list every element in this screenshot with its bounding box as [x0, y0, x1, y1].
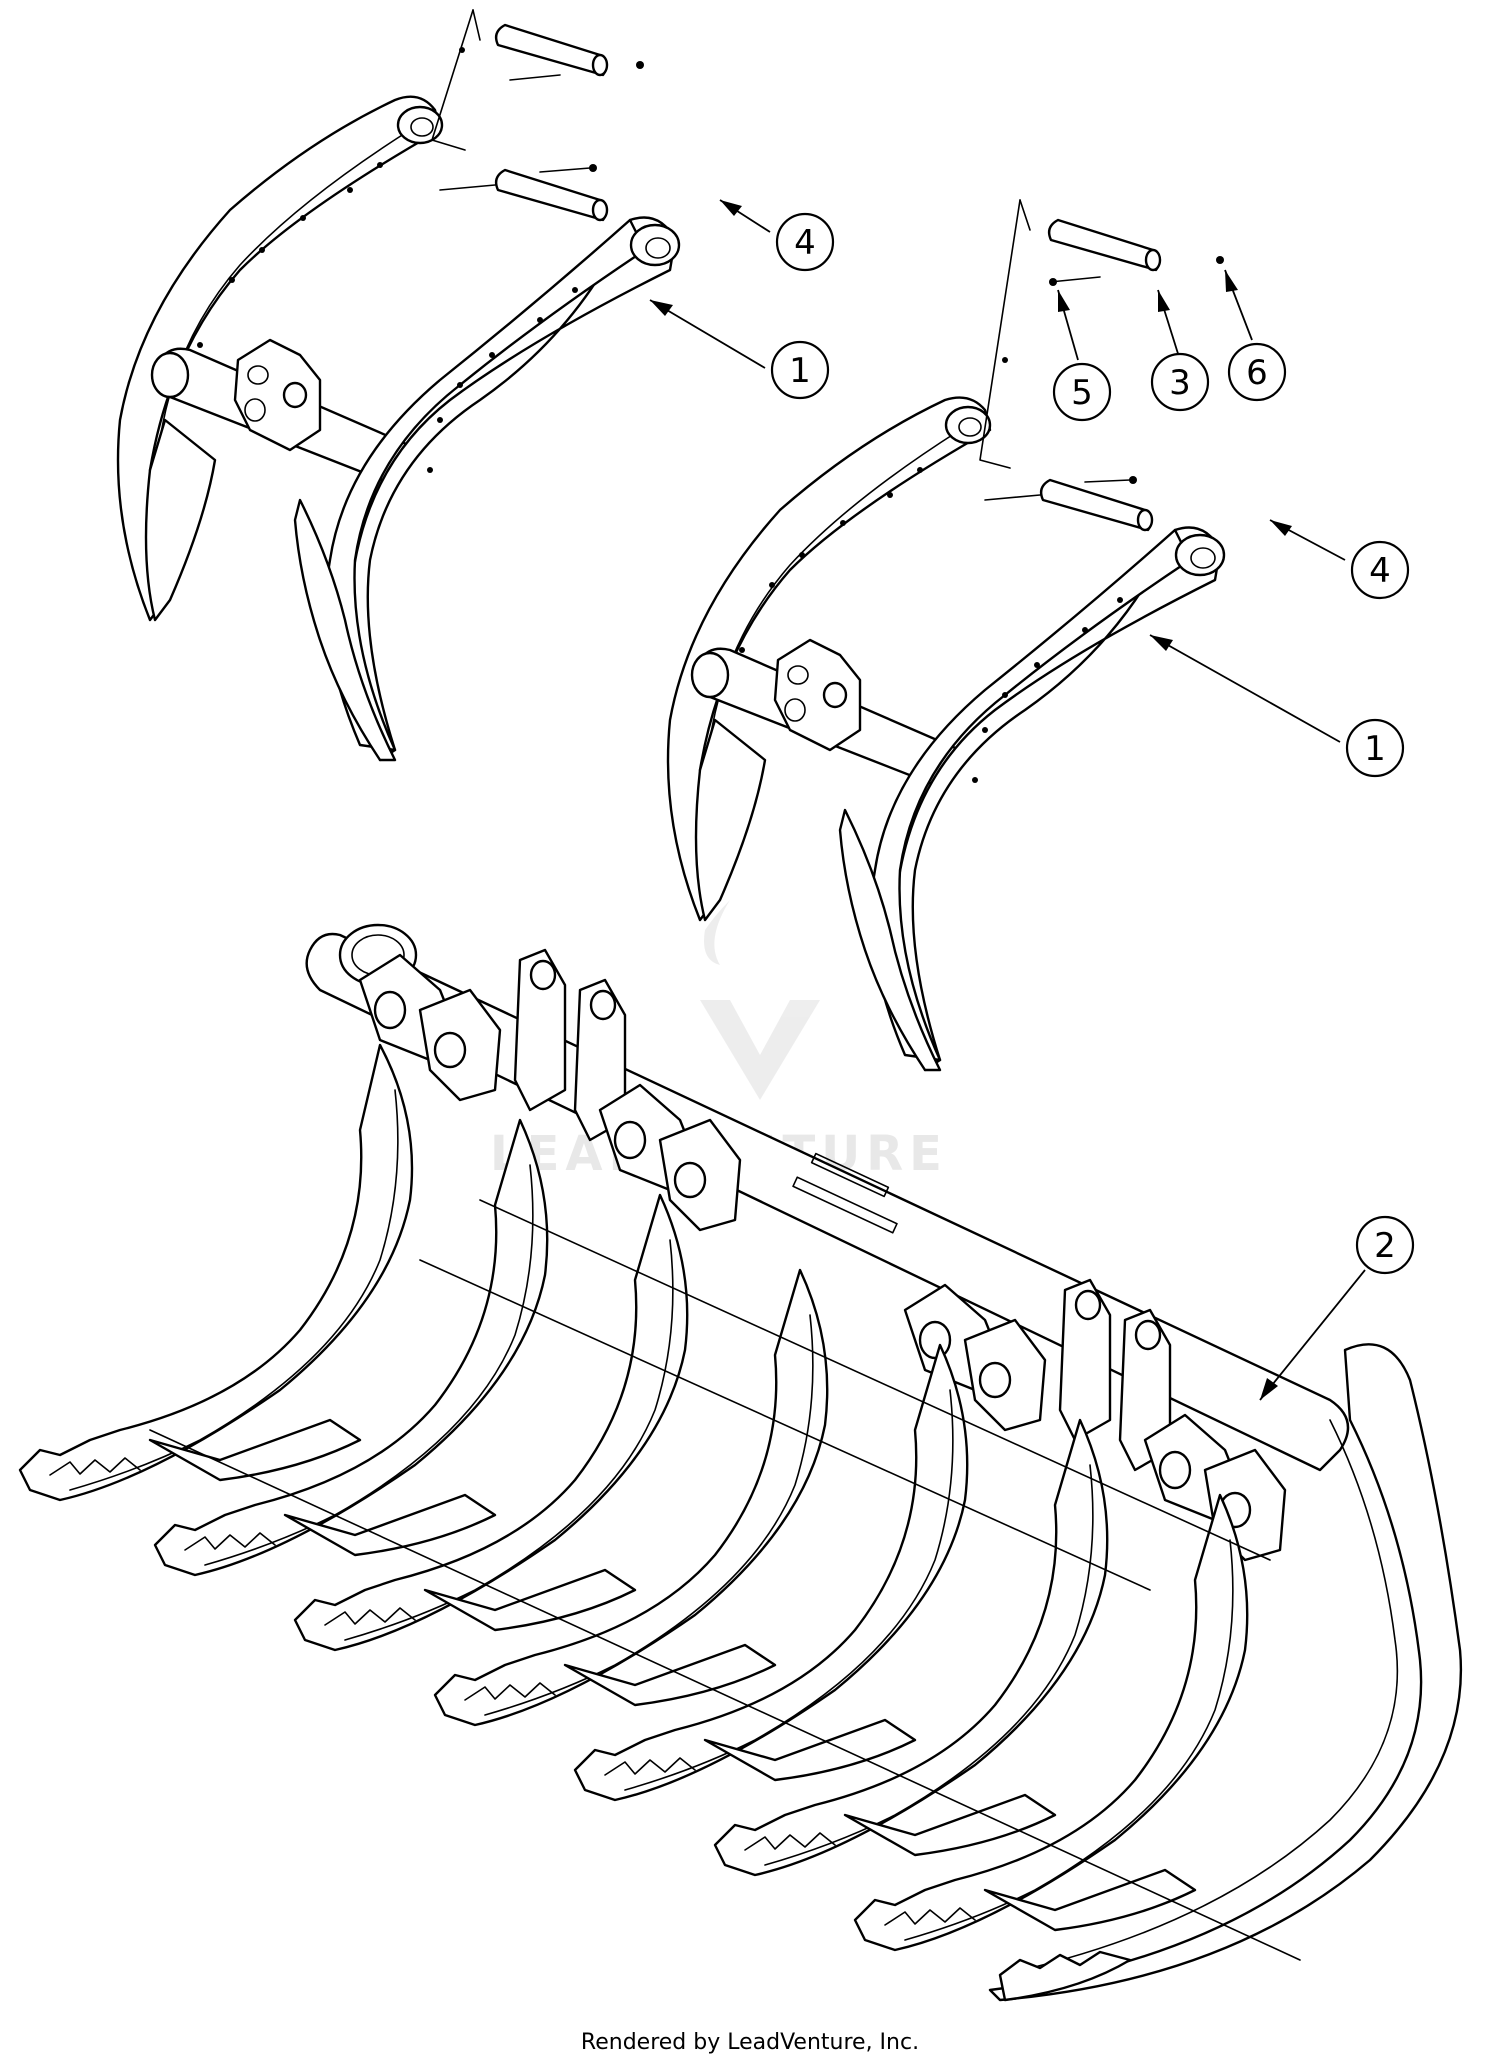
- tine-8: [998, 1950, 1132, 2002]
- callout-5: 5: [1052, 362, 1112, 422]
- leader-lines: [649, 199, 1366, 1401]
- callout-2: 2: [1355, 1215, 1415, 1275]
- callout-6-label: 6: [1246, 353, 1268, 393]
- callout-1b: 1: [1345, 718, 1405, 778]
- callout-1b-label: 1: [1364, 729, 1386, 769]
- tine-7: [853, 1493, 1249, 1952]
- rendered-by-credit: Rendered by LeadVenture, Inc.: [580, 2030, 920, 2055]
- callout-3: 3: [1150, 352, 1210, 412]
- tine-6: [713, 1418, 1109, 1877]
- callout-4a: 4: [775, 212, 835, 272]
- bracket-pair-5: [1058, 1278, 1172, 1472]
- callout-4b-label: 4: [1369, 551, 1391, 591]
- bracket-pair-2: [513, 948, 627, 1142]
- tine-1: [18, 1043, 414, 1502]
- bracket-pair-3: [598, 1083, 742, 1232]
- bracket-pair-1: [358, 953, 502, 1102]
- tine-5: [573, 1343, 969, 1802]
- callout-5-label: 5: [1071, 373, 1093, 413]
- callout-4a-label: 4: [794, 223, 816, 263]
- tine-2: [153, 1118, 549, 1577]
- callout-1a: 1: [770, 340, 830, 400]
- grapple-arm-upper-left: [116, 9, 681, 762]
- grapple-arm-upper-right: [666, 199, 1226, 1072]
- tine-3: [293, 1193, 689, 1652]
- callout-6: 6: [1227, 342, 1287, 402]
- tine-4: [433, 1268, 829, 1727]
- callout-1a-label: 1: [789, 351, 811, 391]
- callout-2-label: 2: [1374, 1226, 1396, 1266]
- callout-3-label: 3: [1169, 363, 1191, 403]
- bracket-pair-4: [903, 1283, 1047, 1432]
- callout-4b: 4: [1350, 540, 1410, 600]
- grapple-rake-frame: [18, 923, 1463, 2002]
